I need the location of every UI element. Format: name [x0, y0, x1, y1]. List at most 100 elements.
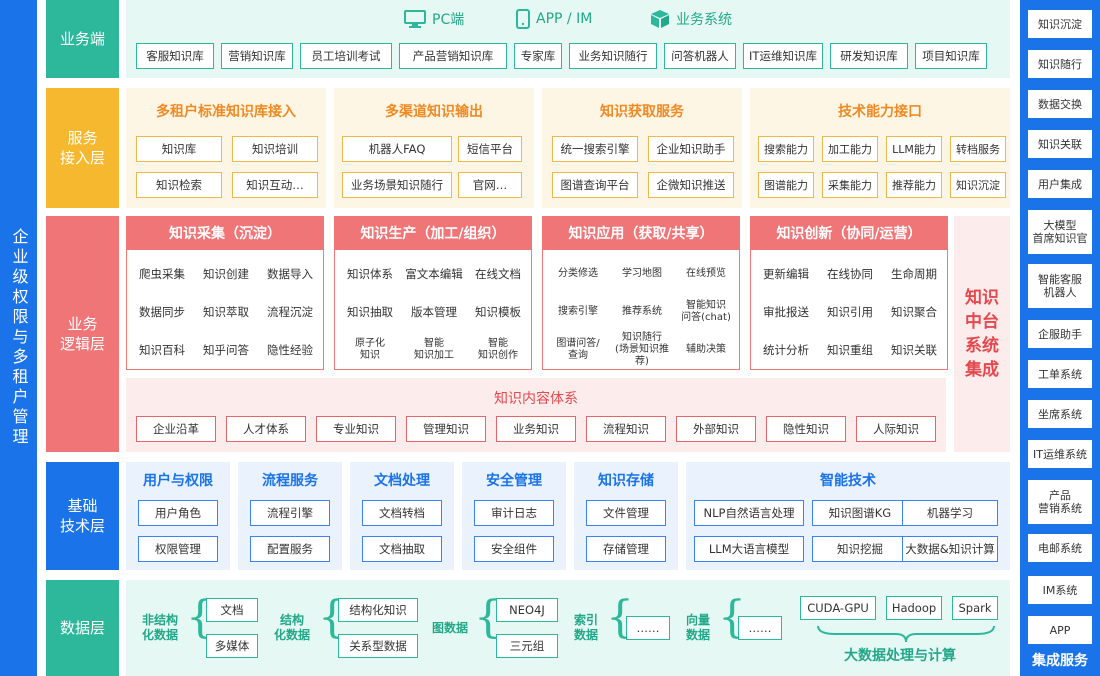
logic-item[interactable]: 在线协同 — [827, 266, 873, 281]
data-item[interactable]: 多媒体 — [206, 634, 258, 658]
service-item[interactable]: 企业知识助手 — [648, 136, 734, 162]
right-integration-item[interactable]: IT运维系统 — [1028, 440, 1092, 468]
base-item[interactable]: NLP自然语言处理 — [694, 500, 804, 526]
base-item[interactable]: 文档转档 — [362, 500, 442, 526]
logic-item[interactable]: 知识创建 — [203, 266, 249, 281]
data-item[interactable]: …… — [738, 616, 782, 640]
bigdata-item[interactable]: CUDA-GPU — [800, 596, 876, 620]
logic-item[interactable]: 审批报送 — [763, 304, 809, 319]
content-item[interactable]: 管理知识 — [406, 416, 486, 442]
service-item[interactable]: 知识培训 — [232, 136, 318, 162]
service-item[interactable]: 转档服务 — [950, 136, 1006, 162]
logic-item[interactable]: 数据同步 — [139, 304, 185, 319]
data-item[interactable]: 三元组 — [496, 634, 558, 658]
data-item[interactable]: 文档 — [206, 598, 258, 622]
biz-item[interactable]: 研发知识库 — [830, 43, 908, 69]
service-item[interactable]: 短信平台 — [458, 136, 522, 162]
content-item[interactable]: 企业沿革 — [136, 416, 216, 442]
logic-item[interactable]: 知识重组 — [827, 342, 873, 357]
base-item[interactable]: 流程引擎 — [250, 500, 330, 526]
base-item[interactable]: 文件管理 — [586, 500, 666, 526]
content-item[interactable]: 外部知识 — [676, 416, 756, 442]
service-item[interactable]: 知识互动… — [232, 172, 318, 198]
logic-item[interactable]: 知识模板 — [475, 304, 521, 319]
service-item[interactable]: 图谱查询平台 — [552, 172, 638, 198]
logic-item[interactable]: 在线文档 — [475, 266, 521, 281]
right-integration-item[interactable]: 产品 营销系统 — [1028, 480, 1092, 524]
logic-item[interactable]: 知识抽取 — [347, 304, 393, 319]
right-integration-item[interactable]: 工单系统 — [1028, 360, 1092, 388]
logic-item[interactable]: 爬虫采集 — [139, 266, 185, 281]
base-item[interactable]: 文档抽取 — [362, 536, 442, 562]
content-item[interactable]: 人才体系 — [226, 416, 306, 442]
service-item[interactable]: 采集能力 — [822, 172, 878, 198]
service-item[interactable]: 搜索能力 — [758, 136, 814, 162]
logic-item[interactable]: 流程沉淀 — [267, 304, 313, 319]
base-item[interactable]: 安全组件 — [474, 536, 554, 562]
base-item[interactable]: 审计日志 — [474, 500, 554, 526]
right-integration-item[interactable]: APP — [1028, 616, 1092, 644]
base-item[interactable]: 知识挖掘 — [812, 536, 908, 562]
biz-item[interactable]: IT运维知识库 — [743, 43, 823, 69]
logic-item[interactable]: 搜索引擎 — [558, 306, 598, 317]
logic-item[interactable]: 数据导入 — [267, 266, 313, 281]
bigdata-item[interactable]: Spark — [952, 596, 998, 620]
right-integration-item[interactable]: 智能客服 机器人 — [1028, 264, 1092, 308]
content-item[interactable]: 人际知识 — [856, 416, 936, 442]
base-item[interactable]: 配置服务 — [250, 536, 330, 562]
right-integration-item[interactable]: 坐席系统 — [1028, 400, 1092, 428]
logic-item[interactable]: 原子化 知识 — [355, 338, 385, 361]
content-item[interactable]: 业务知识 — [496, 416, 576, 442]
logic-item[interactable]: 知识随行 (场景知识推荐) — [615, 332, 669, 367]
biz-item[interactable]: 问答机器人 — [664, 43, 736, 69]
logic-item[interactable]: 版本管理 — [411, 304, 457, 319]
service-item[interactable]: 知识沉淀 — [950, 172, 1006, 198]
logic-item[interactable]: 分类修选 — [558, 268, 598, 279]
right-integration-item[interactable]: IM系统 — [1028, 576, 1092, 604]
logic-item[interactable]: 智能 知识加工 — [414, 338, 454, 361]
logic-item[interactable]: 图谱问答/ 查询 — [556, 338, 600, 361]
logic-item[interactable]: 隐性经验 — [267, 342, 313, 357]
service-item[interactable]: 官网… — [458, 172, 522, 198]
data-item[interactable]: 关系型数据 — [338, 634, 418, 658]
logic-item[interactable]: 智能 知识创作 — [478, 338, 518, 361]
base-item[interactable]: 知识图谱KG — [812, 500, 908, 526]
logic-item[interactable]: 知识萃取 — [203, 304, 249, 319]
service-item[interactable]: 企微知识推送 — [648, 172, 734, 198]
service-item[interactable]: 机器人FAQ — [342, 136, 452, 162]
biz-item[interactable]: 客服知识库 — [136, 43, 214, 69]
service-item[interactable]: 业务场景知识随行 — [342, 172, 452, 198]
content-item[interactable]: 专业知识 — [316, 416, 396, 442]
biz-item[interactable]: 营销知识库 — [221, 43, 293, 69]
base-item[interactable]: 存储管理 — [586, 536, 666, 562]
logic-item[interactable]: 知识引用 — [827, 304, 873, 319]
logic-item[interactable]: 知乎问答 — [203, 342, 249, 357]
logic-item[interactable]: 富文本编辑 — [405, 266, 463, 281]
logic-item[interactable]: 辅助决策 — [686, 344, 726, 355]
right-integration-item[interactable]: 知识沉淀 — [1028, 10, 1092, 38]
base-item[interactable]: 机器学习 — [902, 500, 998, 526]
base-item[interactable]: 大数据&知识计算 — [902, 536, 998, 562]
data-item[interactable]: 结构化知识 — [338, 598, 418, 622]
service-item[interactable]: 加工能力 — [822, 136, 878, 162]
logic-item[interactable]: 统计分析 — [763, 342, 809, 357]
right-integration-item[interactable]: 电邮系统 — [1028, 534, 1092, 562]
service-item[interactable]: 知识库 — [136, 136, 222, 162]
logic-item[interactable]: 知识百科 — [139, 342, 185, 357]
base-item[interactable]: 权限管理 — [138, 536, 218, 562]
service-item[interactable]: LLM能力 — [886, 136, 942, 162]
logic-item[interactable]: 知识关联 — [891, 342, 937, 357]
data-item[interactable]: NEO4J — [496, 598, 558, 622]
service-item[interactable]: 图谱能力 — [758, 172, 814, 198]
base-item[interactable]: LLM大语言模型 — [694, 536, 804, 562]
base-item[interactable]: 用户角色 — [138, 500, 218, 526]
logic-item[interactable]: 学习地图 — [622, 268, 662, 279]
biz-item[interactable]: 业务知识随行 — [569, 43, 657, 69]
biz-item[interactable]: 专家库 — [514, 43, 562, 69]
biz-item[interactable]: 员工培训考试 — [300, 43, 392, 69]
content-item[interactable]: 隐性知识 — [766, 416, 846, 442]
logic-item[interactable]: 在线预览 — [686, 268, 726, 279]
service-item[interactable]: 推荐能力 — [886, 172, 942, 198]
content-item[interactable]: 流程知识 — [586, 416, 666, 442]
right-integration-item[interactable]: 用户集成 — [1028, 170, 1092, 198]
